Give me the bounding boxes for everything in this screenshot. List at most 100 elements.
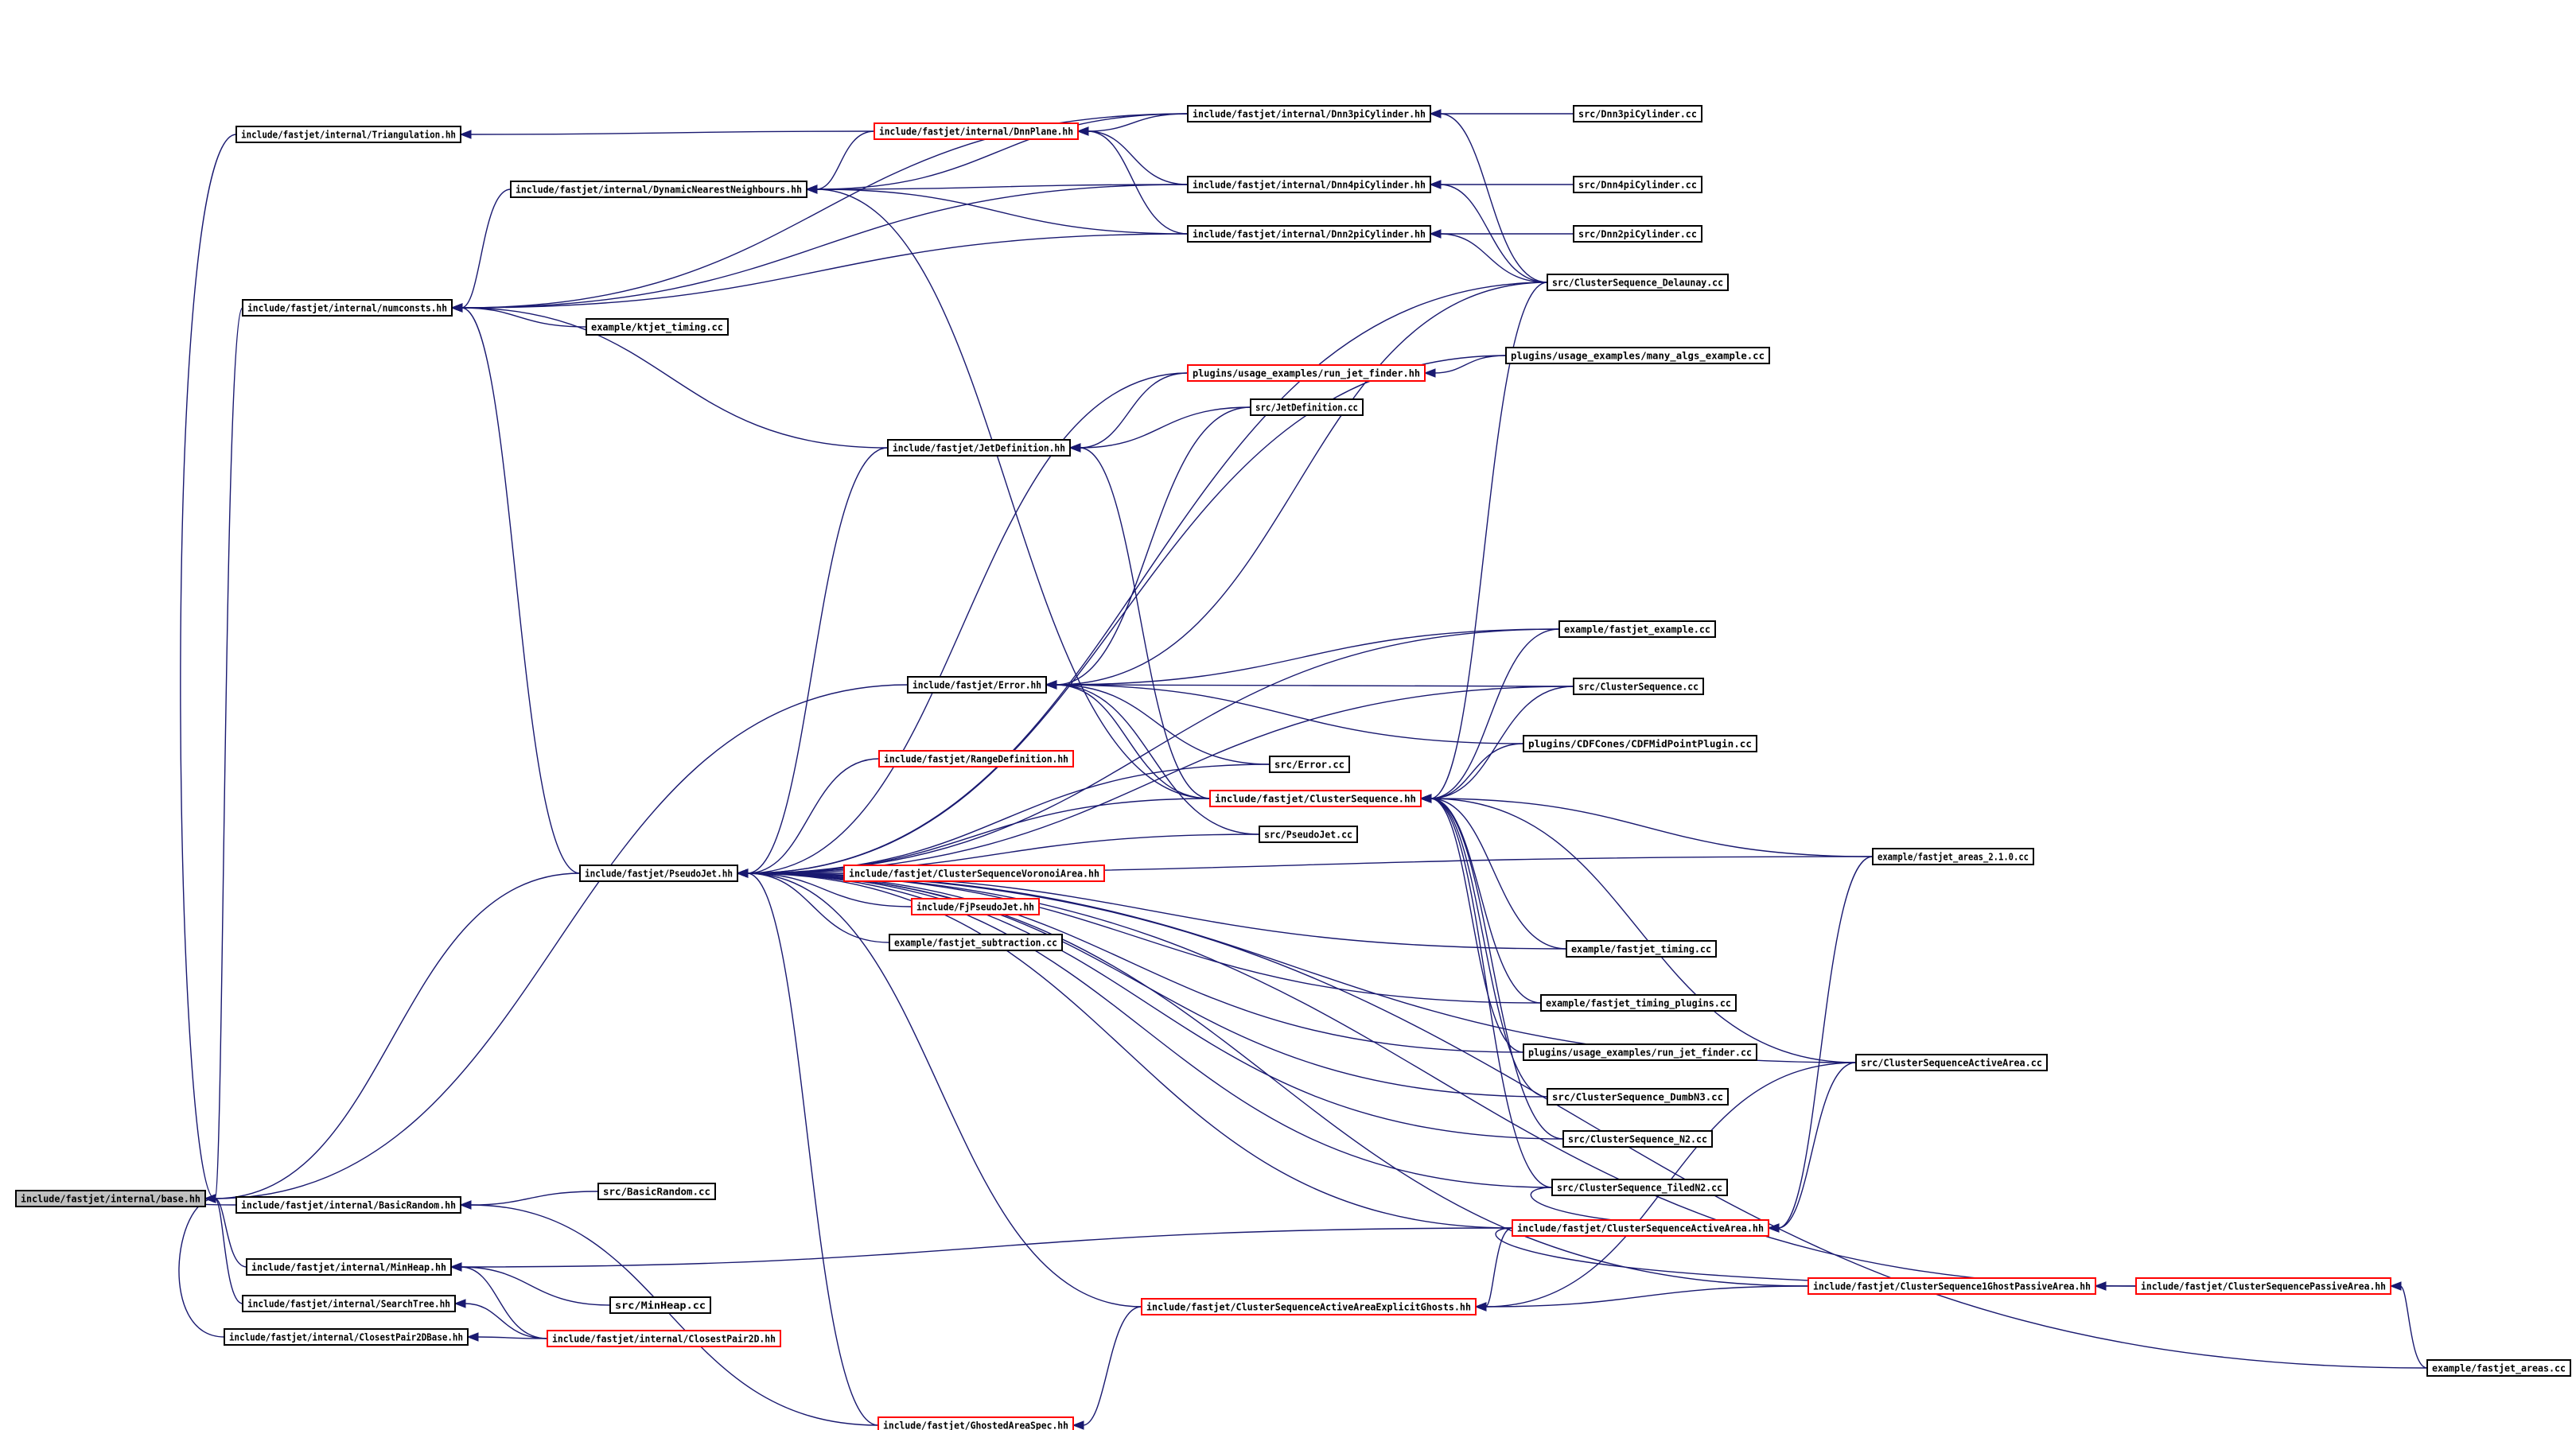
node-label: src/ClusterSequenceActiveArea.cc [1861, 1057, 2042, 1069]
edge-error_cc-to-error_hh [1055, 684, 1270, 765]
node-numconsts[interactable]: include/fastjet/internal/numconsts.hh [242, 299, 453, 317]
node-label: src/ClusterSequence.cc [1578, 681, 1699, 693]
arrowhead-ghosted-to-basicrandom [459, 1200, 472, 1210]
node-fjpj[interactable]: include/FjPseudoJet.hh [911, 898, 1040, 915]
node-box [242, 299, 453, 317]
node-box [878, 750, 1074, 767]
edge-fj_example-to-error_hh [1055, 628, 1560, 686]
edge-jetdef_hh-to-numconsts [461, 307, 889, 449]
node-label: plugins/usage_examples/run_jet_finder.cc [1528, 1047, 1752, 1059]
edge-areas210-to-csaa_hh [1777, 856, 1874, 1229]
node-cs_hh[interactable]: include/fastjet/ClusterSequence.hh [1209, 790, 1422, 807]
edge-areas_cc-to-cspa [2399, 1285, 2428, 1369]
edge-ktjet-to-numconsts [461, 307, 587, 328]
node-pj_cc[interactable]: src/PseudoJet.cc [1259, 826, 1358, 843]
edge-n2-to-pj_hh [746, 872, 1564, 1140]
node-box [579, 865, 738, 882]
node-fjsub[interactable]: example/fastjet_subtraction.cc [889, 934, 1063, 951]
node-box [1547, 1088, 1729, 1106]
node-csaa_hh[interactable]: include/fastjet/ClusterSequenceActiveAre… [1512, 1219, 1769, 1237]
edge-fjpj-to-pj_hh [746, 872, 912, 907]
node-fjtplug[interactable]: example/fastjet_timing_plugins.cc [1540, 994, 1737, 1012]
edge-runjet_cc-to-pj_hh [746, 872, 1524, 1053]
node-cp2dbase[interactable]: include/fastjet/internal/ClosestPair2DBa… [224, 1328, 469, 1346]
node-box [1141, 1298, 1477, 1315]
node-base[interactable]: include/fastjet/internal/base.hh [15, 1190, 206, 1207]
node-box [1573, 176, 1702, 193]
node-basicrandom_cc[interactable]: src/BasicRandom.cc [597, 1183, 716, 1200]
edge-fjtplug-to-pj_hh [746, 872, 1542, 1004]
node-label: include/fastjet/RangeDefinition.hh [884, 753, 1068, 765]
node-error_hh[interactable]: include/fastjet/Error.hh [907, 676, 1047, 694]
node-fjtiming[interactable]: example/fastjet_timing.cc [1566, 940, 1717, 958]
edge-csaa_cc-to-cs_hh [1430, 798, 1857, 1063]
node-rangedef[interactable]: include/fastjet/RangeDefinition.hh [878, 750, 1074, 767]
node-cs_cc[interactable]: src/ClusterSequence.cc [1573, 678, 1704, 695]
edge-dnnplane-to-dnnb [815, 130, 875, 190]
node-cspa[interactable]: include/fastjet/ClusterSequencePassiveAr… [2135, 1277, 2391, 1295]
edge-cs_del-to-dnn2 [1439, 233, 1548, 283]
node-label: src/ClusterSequence_TiledN2.cc [1557, 1182, 1722, 1195]
node-dnn3[interactable]: include/fastjet/internal/Dnn3piCylinder.… [1187, 105, 1431, 122]
node-label: include/fastjet/internal/ClosestPair2DBa… [229, 1331, 463, 1343]
node-tiledn2[interactable]: src/ClusterSequence_TiledN2.cc [1551, 1179, 1728, 1196]
edge-cdfmid-to-cs_hh [1430, 743, 1524, 799]
edge-areas_cc-to-pj_hh [746, 872, 2428, 1369]
node-csaa_cc[interactable]: src/ClusterSequenceActiveArea.cc [1855, 1054, 2048, 1071]
arrowhead-dnn2-to-numconsts [450, 303, 463, 313]
node-runjet_cc[interactable]: plugins/usage_examples/run_jet_finder.cc [1523, 1043, 1757, 1061]
node-label: include/fastjet/ClusterSequence.hh [1215, 793, 1416, 805]
node-csvor[interactable]: include/fastjet/ClusterSequenceVoronoiAr… [843, 865, 1105, 882]
node-basicrandom[interactable]: include/fastjet/internal/BasicRandom.hh [235, 1196, 461, 1214]
node-dnn2[interactable]: include/fastjet/internal/Dnn2piCylinder.… [1187, 225, 1431, 243]
node-many[interactable]: plugins/usage_examples/many_algs_example… [1505, 347, 1770, 364]
node-box [586, 318, 729, 336]
node-triang[interactable]: include/fastjet/internal/Triangulation.h… [235, 126, 461, 143]
node-cs_del[interactable]: src/ClusterSequence_Delaunay.cc [1547, 274, 1729, 291]
node-ktjet[interactable]: example/ktjet_timing.cc [586, 318, 729, 336]
node-box [235, 126, 461, 143]
node-pj_hh[interactable]: include/fastjet/PseudoJet.hh [579, 865, 738, 882]
node-dnnplane[interactable]: include/fastjet/internal/DnnPlane.hh [874, 122, 1079, 140]
node-label: example/fastjet_areas_2.1.0.cc [1878, 851, 2029, 864]
node-areas_cc[interactable]: example/fastjet_areas.cc [2426, 1359, 2571, 1377]
node-label: example/fastjet_timing.cc [1571, 943, 1711, 956]
node-label: example/ktjet_timing.cc [591, 321, 723, 334]
node-src_dnn4[interactable]: src/Dnn4piCylinder.cc [1573, 176, 1702, 193]
node-label: include/fastjet/internal/Dnn2piCylinder.… [1193, 228, 1426, 240]
node-label: src/JetDefinition.cc [1255, 402, 1358, 414]
node-box [1269, 756, 1350, 773]
node-csaaeg[interactable]: include/fastjet/ClusterSequenceActiveAre… [1141, 1298, 1477, 1315]
node-label: include/fastjet/PseudoJet.hh [585, 868, 733, 880]
node-n2[interactable]: src/ClusterSequence_N2.cc [1562, 1130, 1713, 1148]
node-fj_example[interactable]: example/fastjet_example.cc [1558, 620, 1716, 638]
node-cdfmid[interactable]: plugins/CDFCones/CDFMidPointPlugin.cc [1523, 735, 1757, 752]
node-src_dnn3[interactable]: src/Dnn3piCylinder.cc [1573, 105, 1702, 122]
node-dumbn3[interactable]: src/ClusterSequence_DumbN3.cc [1547, 1088, 1729, 1106]
node-runjet_hh[interactable]: plugins/usage_examples/run_jet_finder.hh [1187, 364, 1426, 382]
node-label: src/Dnn3piCylinder.cc [1578, 108, 1697, 120]
node-jetdef_hh[interactable]: include/fastjet/JetDefinition.hh [887, 439, 1071, 457]
node-cs1gpa[interactable]: include/fastjet/ClusterSequence1GhostPas… [1807, 1277, 2096, 1295]
arrowhead-cp2d-to-searchtree [453, 1299, 466, 1308]
arrowhead-cp2d-to-cp2dbase [466, 1332, 479, 1342]
node-box [510, 181, 807, 198]
node-minheap_cc[interactable]: src/MinHeap.cc [609, 1296, 711, 1314]
node-label: include/FjPseudoJet.hh [916, 901, 1034, 913]
node-searchtree[interactable]: include/fastjet/internal/SearchTree.hh [242, 1295, 456, 1312]
node-areas210[interactable]: example/fastjet_areas_2.1.0.cc [1872, 848, 2034, 865]
node-jetdef_cc[interactable]: src/JetDefinition.cc [1250, 398, 1364, 416]
edge-dnn3-to-dnnplane [1087, 113, 1189, 132]
node-dnn4[interactable]: include/fastjet/internal/Dnn4piCylinder.… [1187, 176, 1431, 193]
edge-dnn4-to-dnnplane [1087, 130, 1189, 185]
node-box [1187, 364, 1426, 382]
node-cp2d[interactable]: include/fastjet/internal/ClosestPair2D.h… [547, 1330, 781, 1347]
node-ghosted[interactable]: include/fastjet/GhostedAreaSpec.hh [877, 1416, 1074, 1430]
node-dnnb[interactable]: include/fastjet/internal/DynamicNearestN… [510, 181, 807, 198]
node-src_dnn2[interactable]: src/Dnn2piCylinder.cc [1573, 225, 1702, 243]
node-minheap[interactable]: include/fastjet/internal/MinHeap.hh [246, 1258, 452, 1276]
node-box [235, 1196, 461, 1214]
edge-runjet_hh-to-jetdef_hh [1079, 372, 1189, 449]
node-error_cc[interactable]: src/Error.cc [1269, 756, 1350, 773]
arrowhead-cspa-to-cs1gpa [2094, 1281, 2107, 1291]
